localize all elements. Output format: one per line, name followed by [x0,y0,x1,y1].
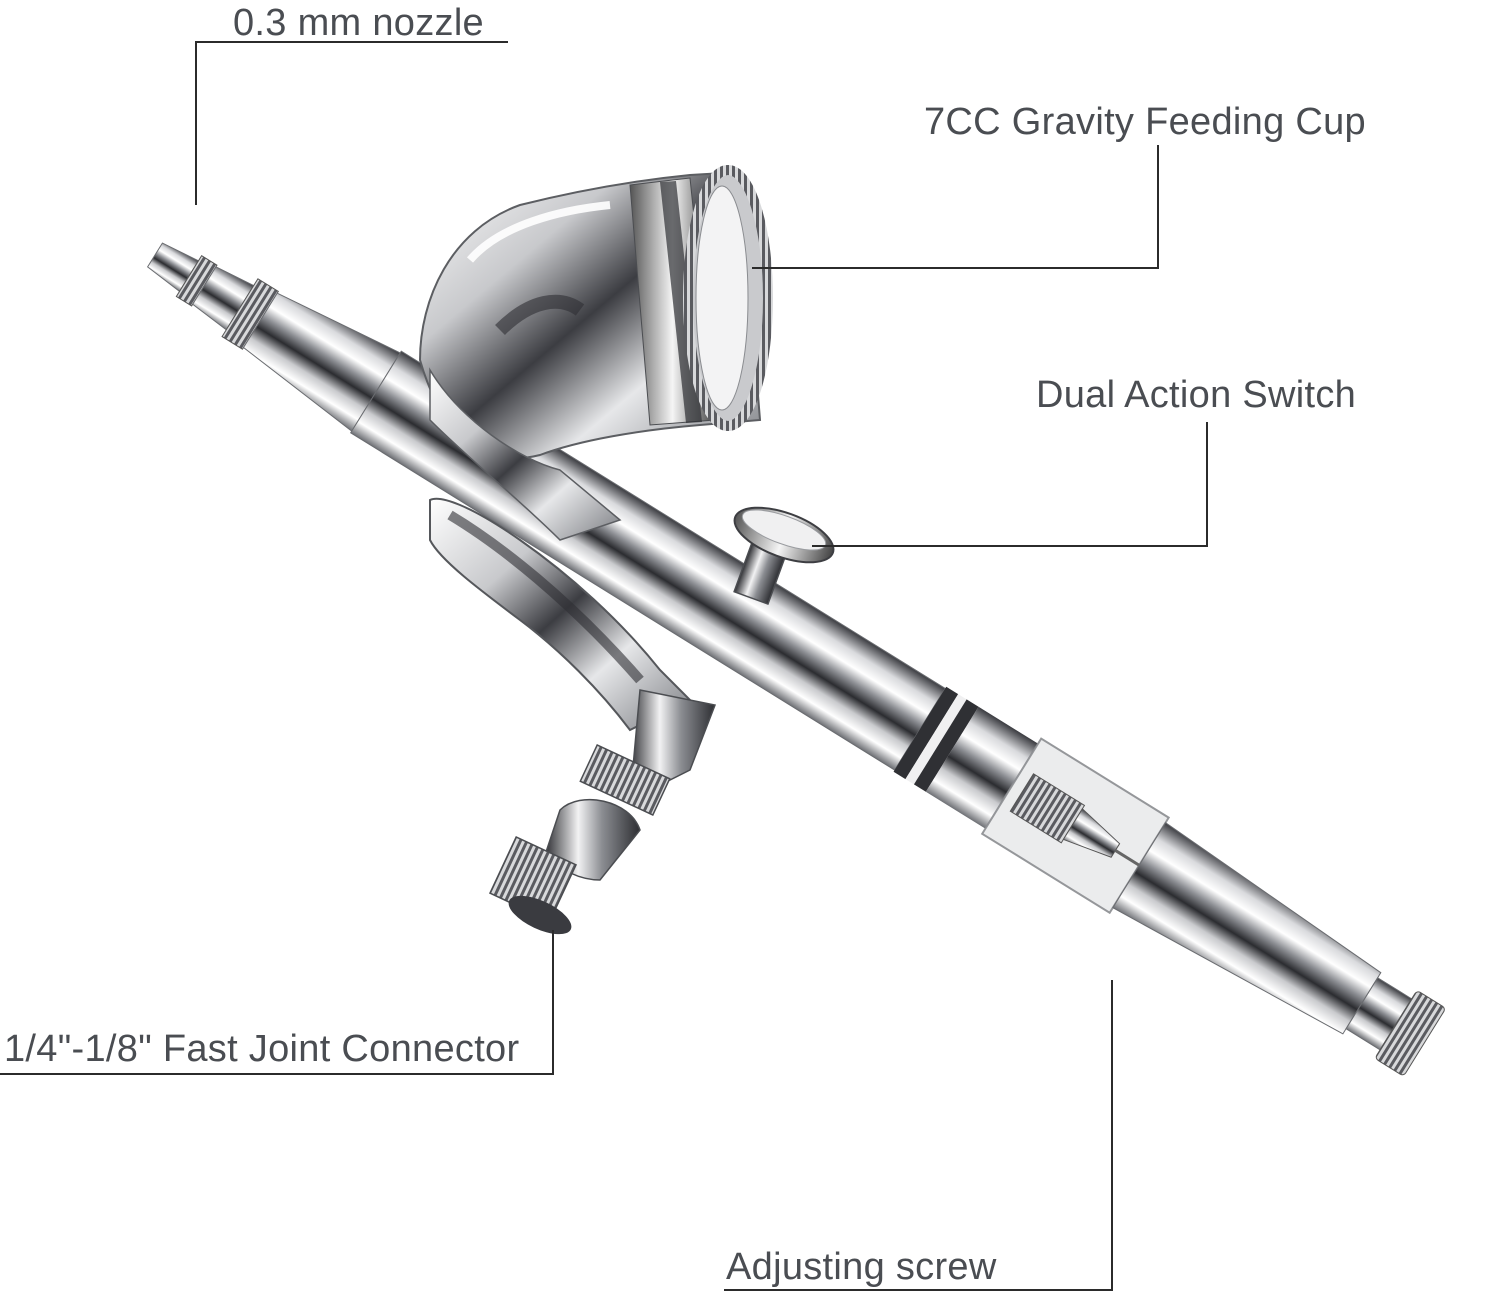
dual-action-switch-label: Dual Action Switch [1036,374,1357,416]
adjusting-screw-label: Adjusting screw [726,1246,997,1288]
leader-lines [0,41,1208,1291]
fast-joint-connector-label: 1/4"-1/8" Fast Joint Connector [4,1028,520,1070]
leader-switch [812,422,1208,547]
leader-cup [752,145,1159,269]
gravity-cup [418,165,773,541]
gravity-cup-label: 7CC Gravity Feeding Cup [924,101,1366,143]
leader-connector [0,930,554,1075]
airbrush-body [146,242,1445,1076]
nozzle-label: 0.3 mm nozzle [233,2,484,44]
air-inlet [488,689,717,935]
leader-screw [724,980,1113,1291]
leader-nozzle [195,41,508,205]
trigger-button [733,506,835,606]
tail-cap [1375,991,1445,1076]
